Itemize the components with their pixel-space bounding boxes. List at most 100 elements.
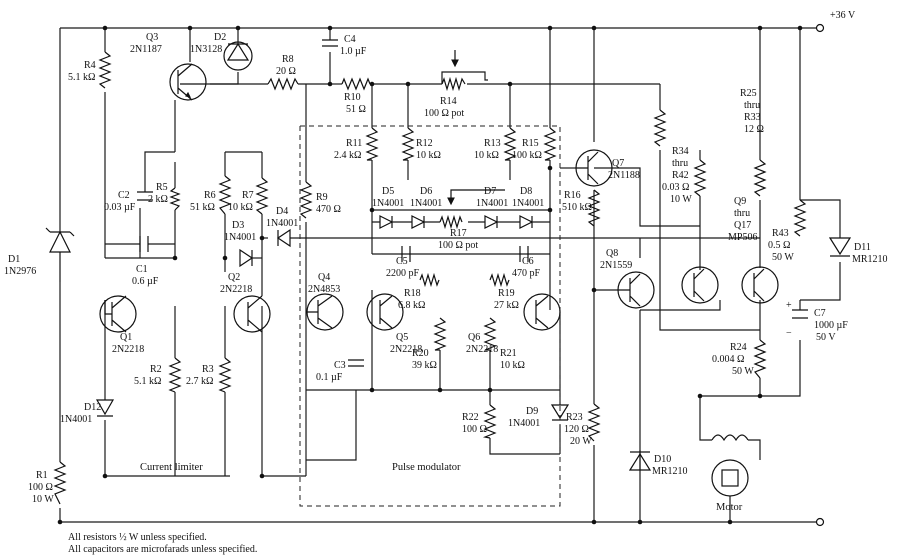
transistor-Q2 xyxy=(233,295,271,333)
resistor-R4 xyxy=(98,51,112,89)
label-R18-ref: R18 xyxy=(404,288,421,299)
label-R21-value: 10 kΩ xyxy=(500,360,525,371)
transistor-Q7 xyxy=(575,149,613,187)
capacitor-C4 xyxy=(322,39,338,47)
label-R25-value: thru xyxy=(744,100,760,111)
label-R17-ref: R17 xyxy=(450,228,467,239)
label-R3-ref: R3 xyxy=(202,364,214,375)
diode-D8 xyxy=(519,215,534,229)
label-R2-value: 5.1 kΩ xyxy=(134,376,161,387)
label-R9-ref: R9 xyxy=(316,192,328,203)
label-Q17-value: MP506 xyxy=(728,232,757,243)
label-R10-value: 51 Ω xyxy=(346,104,366,115)
label-Q17-ref: Q17 xyxy=(734,220,751,231)
label-R42-rating: 10 W xyxy=(670,194,692,205)
transistor-Q1 xyxy=(99,295,137,333)
resistor-R19 xyxy=(489,272,510,288)
label-C2-ref: C2 xyxy=(118,190,130,201)
label-Q6-value: 2N2218 xyxy=(466,344,498,355)
resistor-R5 xyxy=(169,187,181,211)
label-C6-ref: C6 xyxy=(522,256,534,267)
label-R22-value: 100 Ω xyxy=(462,424,487,435)
labels: +36 V D1 1N2976 R4 5.1 kΩ Q3 2N1187 D2 1… xyxy=(4,10,888,555)
label-R9-value: 470 Ω xyxy=(316,204,341,215)
label-D4-value: 1N4001 xyxy=(266,218,298,229)
label-R13-value: 10 kΩ xyxy=(474,150,499,161)
capacitor-C2 xyxy=(137,191,153,201)
label-D1-ref: D1 xyxy=(8,254,20,265)
label-R21-ref: R21 xyxy=(500,348,517,359)
label-R23-value: 120 Ω xyxy=(564,424,589,435)
label-D10-value: MR1210 xyxy=(652,466,688,477)
motor-field-coil xyxy=(711,434,749,442)
label-C6-value: 470 pF xyxy=(512,268,541,279)
label-C7-rating: 50 V xyxy=(816,332,836,343)
label-C4-ref: C4 xyxy=(344,34,356,45)
label-Q1-ref: Q1 xyxy=(120,332,132,343)
label-Q7-ref: Q7 xyxy=(612,158,624,169)
label-R8-ref: R8 xyxy=(282,54,294,65)
label-Q2-value: 2N2218 xyxy=(220,284,252,295)
label-R14-value: 100 Ω pot xyxy=(424,108,464,119)
label-R8-value: 20 Ω xyxy=(276,66,296,77)
label-R18-value: 6.8 kΩ xyxy=(398,300,425,311)
label-R43-rating: 50 W xyxy=(772,252,794,263)
transistor-Q4 xyxy=(306,293,344,331)
resistor-R15 xyxy=(543,127,557,161)
resistor-R10 xyxy=(341,77,371,91)
note-resistors: All resistors ½ W unless specified. xyxy=(68,532,207,543)
section-label-pulse-modulator: Pulse modulator xyxy=(392,462,461,473)
section-label-current-limiter: Current limiter xyxy=(140,462,203,473)
label-D11-value: MR1210 xyxy=(852,254,888,265)
resistor-R42 xyxy=(693,159,707,197)
label-D7-value: 1N4001 xyxy=(476,198,508,209)
label-R3-value: 2.7 kΩ xyxy=(186,376,213,387)
label-R23-rating: 20 W xyxy=(570,436,592,447)
label-C5-ref: C5 xyxy=(396,256,408,267)
label-D4-ref: D4 xyxy=(276,206,288,217)
resistor-R43 xyxy=(793,199,807,237)
label-Q3-value: 2N1187 xyxy=(130,44,162,55)
label-D7-ref: D7 xyxy=(484,186,496,197)
label-R6-ref: R6 xyxy=(204,190,216,201)
label-R4-value: 5.1 kΩ xyxy=(68,72,95,83)
label-D5-ref: D5 xyxy=(382,186,394,197)
resistor-R16 xyxy=(587,189,601,227)
resistor-R1 xyxy=(53,461,67,505)
label-R5-ref: R5 xyxy=(156,182,168,193)
label-D3-ref: D3 xyxy=(232,220,244,231)
label-C7-value: 1000 µF xyxy=(814,320,848,331)
label-C7-plus: + xyxy=(786,300,792,311)
resistor-R2 xyxy=(168,357,182,393)
transistor-Q5 xyxy=(366,293,404,331)
resistor-R12 xyxy=(401,127,415,161)
zener-D1 xyxy=(45,227,75,282)
capacitor-C3 xyxy=(348,359,364,367)
label-D3-value: 1N4001 xyxy=(224,232,256,243)
label-D11-ref: D11 xyxy=(854,242,871,253)
label-R22-ref: R22 xyxy=(462,412,479,423)
label-C2-value: 0.03 µF xyxy=(104,202,136,213)
label-R13-ref: R13 xyxy=(484,138,501,149)
label-D6-ref: D6 xyxy=(420,186,432,197)
label-Q9-ref: Q9 xyxy=(734,196,746,207)
label-Q8-value: 2N1559 xyxy=(600,260,632,271)
resistor-R22 xyxy=(482,404,497,439)
label-R33-ref: R33 xyxy=(744,112,761,123)
resistor-R9 xyxy=(299,181,313,219)
diode-D4 xyxy=(276,228,291,248)
resistor-R6 xyxy=(218,175,232,215)
label-Q2-ref: Q2 xyxy=(228,272,240,283)
label-D1-value: 1N2976 xyxy=(4,266,36,277)
label-Q5-ref: Q5 xyxy=(396,332,408,343)
label-R24-ref: R24 xyxy=(730,342,747,353)
junction-dots xyxy=(57,25,803,525)
label-R16-value: 510 kΩ xyxy=(562,202,592,213)
label-C1-value: 0.6 µF xyxy=(132,276,159,287)
label-R14-ref: R14 xyxy=(440,96,457,107)
label-R34-value: thru xyxy=(672,158,688,169)
label-R23-ref: R23 xyxy=(566,412,583,423)
transistor-Q3 xyxy=(169,63,207,101)
diode-D12 xyxy=(95,399,115,417)
